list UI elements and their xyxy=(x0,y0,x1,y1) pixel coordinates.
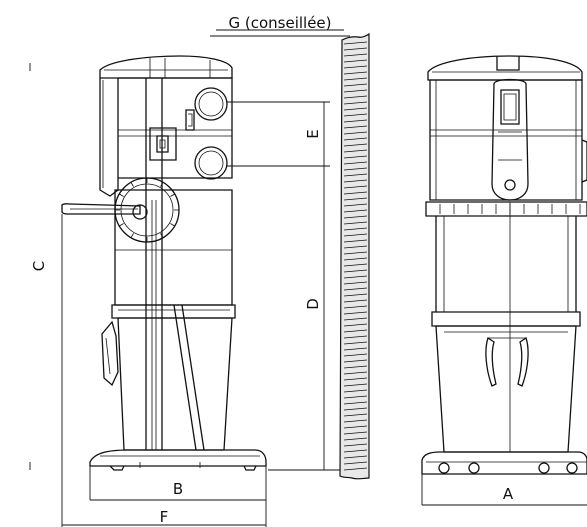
dimension-label-d: D xyxy=(304,298,322,310)
dimension-label-g: G (conseillée) xyxy=(228,14,331,32)
dimension-label-e: E xyxy=(304,129,322,138)
side-view xyxy=(61,55,267,471)
dimension-label-c: C xyxy=(30,261,48,271)
dimension-lines xyxy=(29,35,587,527)
wall xyxy=(339,32,370,480)
front-view xyxy=(421,55,587,475)
dimension-label-b: B xyxy=(173,480,183,498)
dimension-label-f: F xyxy=(160,508,169,526)
dimension-label-a: A xyxy=(503,485,514,503)
